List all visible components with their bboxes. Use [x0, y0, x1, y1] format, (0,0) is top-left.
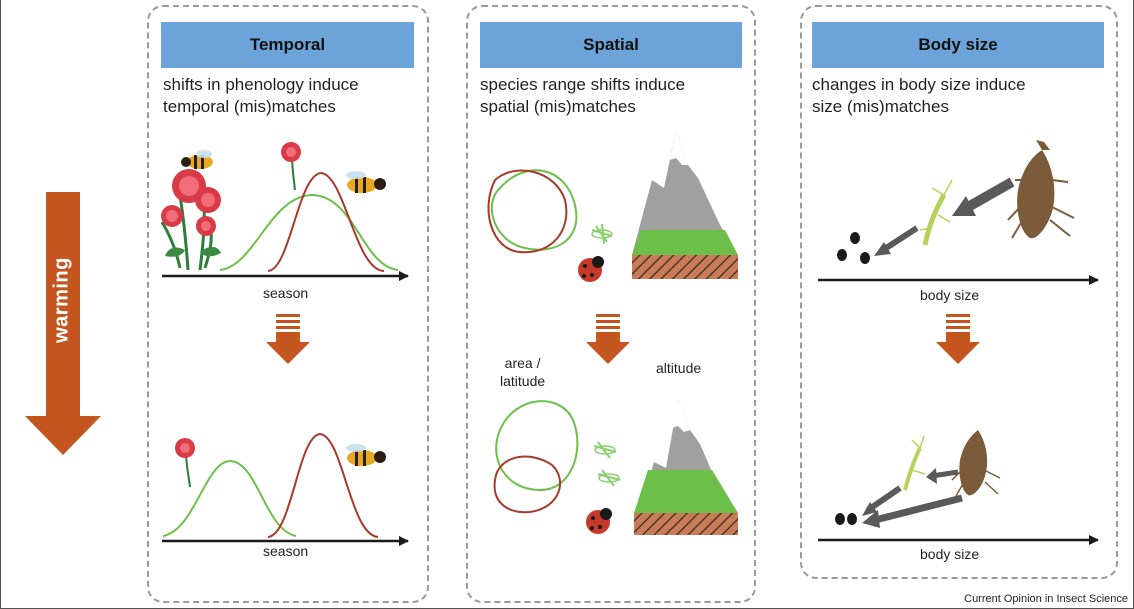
spatial-down-arrow — [586, 314, 630, 364]
predation-arrow-icon — [862, 494, 963, 528]
area-label-line2: latitude — [500, 373, 546, 389]
ladybug-icon — [586, 508, 612, 534]
temporal-bottom-green-curve — [162, 459, 297, 537]
green-insect-icon — [597, 469, 621, 487]
body-size-axis-label-bottom: body size — [920, 546, 980, 562]
small-beetle-icon — [835, 513, 857, 525]
spatial-top-red-range — [487, 169, 568, 254]
bee-icon — [346, 171, 386, 193]
bee-icon — [181, 150, 213, 169]
green-insect-icon — [903, 435, 926, 491]
area-latitude-label: area / latitude — [500, 354, 545, 390]
small-beetle-icon — [837, 232, 870, 264]
temporal-description-line2: temporal (mis)matches — [163, 97, 336, 116]
body-size-down-arrow — [936, 314, 980, 364]
temporal-axis-label-top: season — [263, 285, 309, 301]
flower-icon — [175, 438, 195, 488]
temporal-top-red-curve — [267, 171, 385, 272]
temporal-description: shifts in phenology induce temporal (mis… — [163, 74, 359, 118]
warming-arrow — [25, 192, 101, 455]
predation-arrow-icon — [862, 485, 902, 516]
body-size-header: Body size — [812, 22, 1104, 68]
bee-icon — [346, 444, 386, 466]
green-insect-icon — [919, 179, 953, 246]
temporal-bottom-red-curve — [267, 432, 379, 538]
dragonfly-larva-icon — [951, 430, 1001, 497]
ladybug-icon — [578, 256, 604, 282]
journal-credit: Current Opinion in Insect Science — [964, 593, 1128, 605]
spatial-top-green-range — [490, 169, 578, 251]
spatial-description-line2: spatial (mis)matches — [480, 97, 636, 116]
temporal-panel — [147, 5, 429, 603]
figure-frame-left — [0, 0, 1, 609]
mountain-bottom-icon — [634, 400, 738, 535]
flower-icon — [160, 169, 221, 271]
body-size-panel — [800, 5, 1118, 579]
green-insect-icon — [591, 223, 613, 245]
spatial-header: Spatial — [480, 22, 742, 68]
body-size-description-line1: changes in body size induce — [812, 75, 1026, 94]
flower-icon — [281, 142, 301, 191]
temporal-description-line1: shifts in phenology induce — [163, 75, 359, 94]
spatial-bottom-red-range — [493, 455, 561, 514]
body-size-description-line2: size (mis)matches — [812, 97, 949, 116]
body-size-description: changes in body size induce size (mis)ma… — [812, 74, 1026, 118]
spatial-bottom-green-range — [495, 400, 579, 492]
temporal-axis-label-bottom: season — [263, 543, 309, 559]
dragonfly-larva-icon — [1007, 140, 1075, 239]
body-size-axis-label-top: body size — [920, 287, 980, 303]
predation-arrow-icon — [952, 177, 1015, 216]
altitude-label: altitude — [656, 360, 702, 376]
temporal-down-arrow — [266, 314, 310, 364]
temporal-header: Temporal — [161, 22, 414, 68]
mountain-top-icon — [632, 130, 738, 279]
predation-arrow-icon — [874, 225, 919, 256]
spatial-description: species range shifts induce spatial (mis… — [480, 74, 685, 118]
temporal-top-green-curve — [219, 193, 399, 271]
predation-arrow-icon — [926, 468, 959, 484]
green-insect-icon — [593, 441, 617, 459]
warming-label: warming — [50, 257, 73, 343]
area-label-line1: area / — [504, 355, 541, 371]
spatial-description-line1: species range shifts induce — [480, 75, 686, 94]
spatial-panel — [466, 5, 756, 603]
